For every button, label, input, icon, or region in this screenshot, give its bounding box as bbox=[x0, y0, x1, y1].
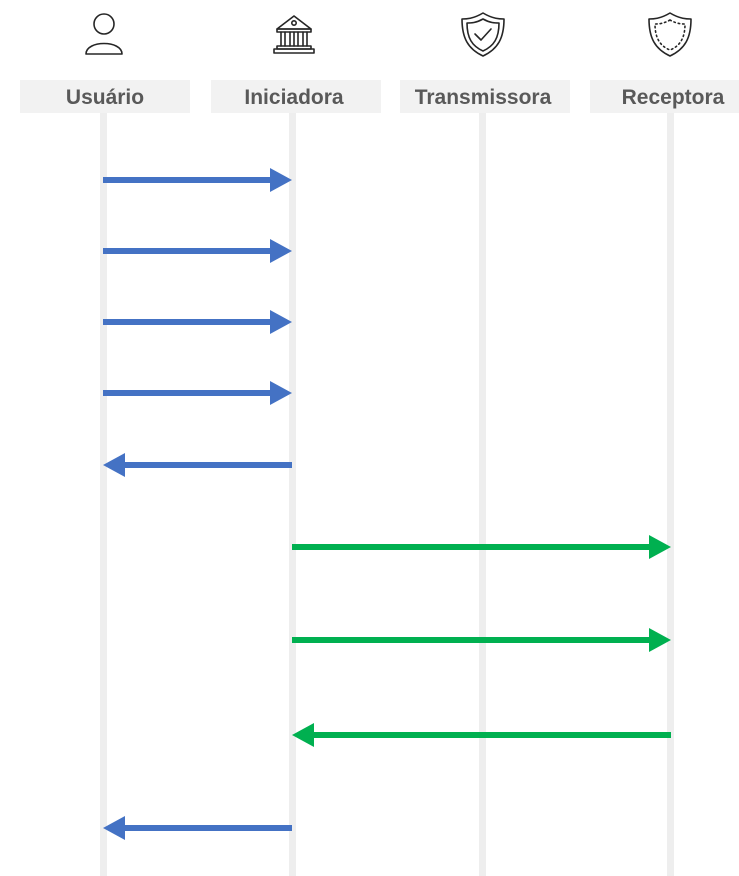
message-arrow-head bbox=[103, 816, 125, 840]
message-arrows bbox=[103, 168, 671, 840]
user-icon bbox=[85, 13, 123, 55]
message-arrow-head bbox=[270, 381, 292, 405]
actor-label-background bbox=[20, 80, 190, 113]
actor-label-iniciadora: Iniciadora bbox=[244, 86, 344, 109]
message-arrow bbox=[103, 310, 292, 334]
actor-label-background bbox=[400, 80, 570, 113]
message-arrow bbox=[103, 453, 292, 477]
message-arrow-head bbox=[270, 310, 292, 334]
message-arrow-head bbox=[270, 239, 292, 263]
message-arrow-head bbox=[292, 723, 314, 747]
message-arrow bbox=[103, 168, 292, 192]
actor-header-usuario: Usuário bbox=[20, 80, 190, 113]
message-arrow bbox=[103, 381, 292, 405]
lifeline-receptora bbox=[667, 112, 674, 876]
message-arrow bbox=[292, 535, 671, 559]
message-arrow bbox=[292, 723, 671, 747]
actor-header-iniciadora: Iniciadora bbox=[211, 80, 381, 113]
lifeline-iniciadora bbox=[289, 112, 296, 876]
message-arrow-head bbox=[649, 628, 671, 652]
message-arrow bbox=[103, 816, 292, 840]
shield-dotted-icon bbox=[648, 12, 692, 57]
message-arrow bbox=[103, 239, 292, 263]
actor-headers: Usuário Iniciadora Transmissora Receptor… bbox=[20, 80, 739, 113]
actor-label-transmissora: Transmissora bbox=[415, 86, 552, 109]
actor-label-receptora: Receptora bbox=[622, 86, 725, 109]
bank-icon bbox=[273, 15, 315, 54]
actor-label-background bbox=[211, 80, 381, 113]
lifeline-usuario bbox=[100, 112, 107, 876]
actor-label-background bbox=[590, 80, 739, 113]
lifeline-transmissora bbox=[479, 112, 486, 876]
message-arrow-head bbox=[103, 453, 125, 477]
actor-icons bbox=[85, 12, 692, 57]
lifelines bbox=[100, 112, 674, 876]
message-arrow-head bbox=[270, 168, 292, 192]
actor-header-transmissora: Transmissora bbox=[400, 80, 570, 113]
actor-header-receptora: Receptora bbox=[590, 80, 739, 113]
shield-check-icon bbox=[461, 12, 505, 57]
actor-label-usuario: Usuário bbox=[66, 86, 144, 109]
message-arrow-head bbox=[649, 535, 671, 559]
message-arrow bbox=[292, 628, 671, 652]
